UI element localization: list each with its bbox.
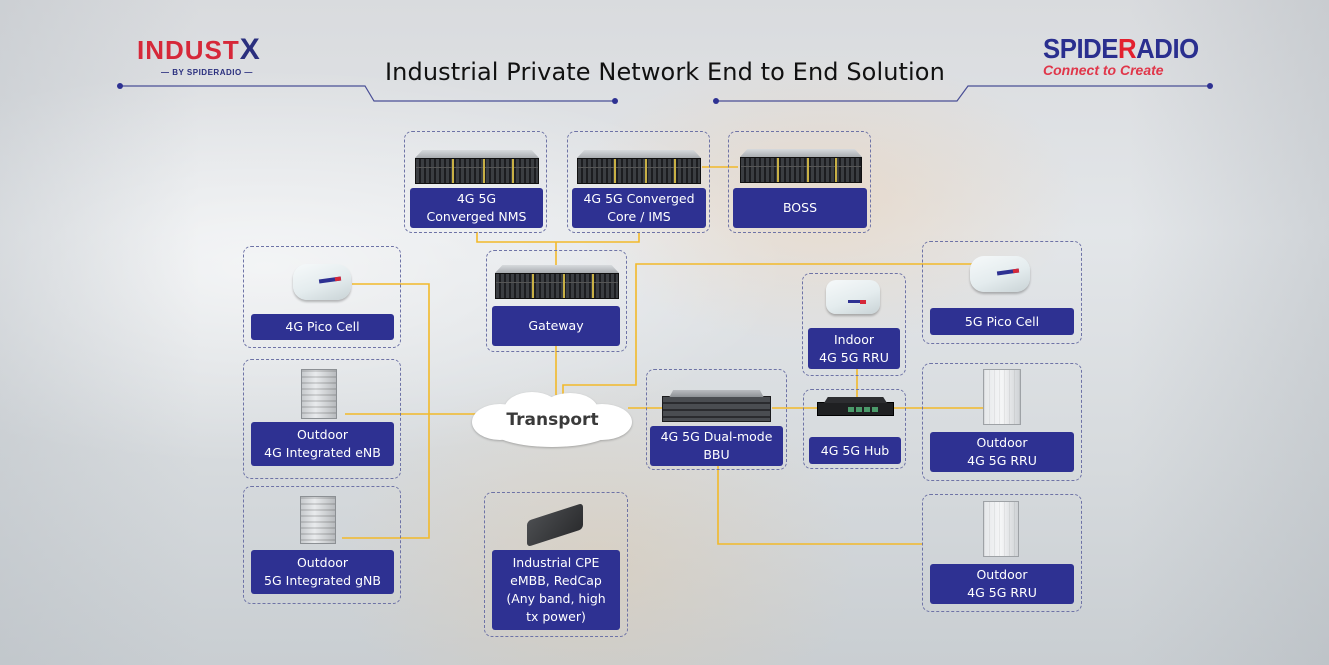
server-icon bbox=[577, 150, 701, 184]
header-line-left bbox=[120, 85, 615, 102]
logo-text: ADIO bbox=[1136, 33, 1199, 64]
header-dot bbox=[713, 98, 719, 104]
cloud-icon bbox=[472, 392, 632, 447]
panel-pico5g bbox=[922, 241, 1082, 344]
page-title: Industrial Private Network End to End So… bbox=[385, 58, 945, 86]
label-outdoor-rru-1[interactable]: Outdoor 4G 5G RRU bbox=[930, 432, 1074, 472]
logo-text: INDUST bbox=[137, 35, 240, 65]
outdoor-radio-icon bbox=[301, 369, 337, 419]
indoor-rru-icon bbox=[826, 280, 880, 314]
wire-pico4g bbox=[342, 283, 430, 539]
label-cpe[interactable]: Industrial CPE eMBB, RedCap (Any band, h… bbox=[492, 550, 620, 630]
label-pico4g[interactable]: 4G Pico Cell bbox=[251, 314, 394, 340]
server-icon bbox=[495, 265, 619, 299]
label-enb[interactable]: Outdoor 4G Integrated eNB bbox=[251, 422, 394, 466]
outdoor-rru-icon bbox=[983, 501, 1019, 557]
outdoor-radio-icon bbox=[300, 496, 336, 544]
server-icon bbox=[740, 149, 862, 183]
panel-indoor-rru bbox=[802, 273, 906, 376]
wire-bbu-outdoor2 bbox=[717, 455, 922, 545]
panel-outdoor-rru-1 bbox=[922, 363, 1082, 481]
wire-nms-gateway bbox=[476, 232, 640, 243]
label-boss[interactable]: BOSS bbox=[733, 188, 867, 228]
outdoor-rru-icon bbox=[983, 369, 1021, 425]
logo-subtitle: — BY SPIDERADIO — bbox=[161, 68, 253, 77]
label-nms[interactable]: 4G 5G Converged NMS bbox=[410, 188, 543, 228]
hub-icon bbox=[817, 402, 894, 416]
panel-nms bbox=[404, 131, 547, 233]
panel-bbu bbox=[646, 369, 787, 470]
label-hub[interactable]: 4G 5G Hub bbox=[809, 437, 901, 464]
pico-cell-icon bbox=[970, 256, 1030, 292]
logo-x: X bbox=[239, 33, 261, 66]
header-dot bbox=[1207, 83, 1213, 89]
label-outdoor-rru-2[interactable]: Outdoor 4G 5G RRU bbox=[930, 564, 1074, 604]
header-line-right bbox=[716, 85, 1210, 102]
panel-enb bbox=[243, 359, 401, 479]
wire-transport-pico5g bbox=[562, 263, 980, 395]
panel-boss bbox=[728, 131, 871, 233]
header-dot bbox=[117, 83, 123, 89]
label-indoor-rru[interactable]: Indoor 4G 5G RRU bbox=[808, 328, 900, 369]
pico-cell-icon bbox=[293, 264, 351, 300]
logo-text: SPIDE bbox=[1043, 33, 1119, 64]
panel-gateway bbox=[486, 250, 627, 352]
panel-hub bbox=[803, 389, 906, 469]
spideradio-logo: SPIDERADIO Connect to Create bbox=[1043, 33, 1212, 78]
logo-tagline: Connect to Create bbox=[1043, 62, 1164, 78]
transport-cloud[interactable]: Transport bbox=[470, 388, 635, 450]
industx-logo: INDUSTX — BY SPIDERADIO — bbox=[137, 33, 261, 77]
bbu-icon bbox=[662, 396, 771, 422]
server-icon bbox=[415, 150, 539, 184]
panel-gnb bbox=[243, 486, 401, 604]
panel-core bbox=[567, 131, 710, 233]
label-gnb[interactable]: Outdoor 5G Integrated gNB bbox=[251, 550, 394, 594]
label-pico5g[interactable]: 5G Pico Cell bbox=[930, 308, 1074, 335]
transport-label: Transport bbox=[506, 410, 599, 430]
label-gateway[interactable]: Gateway bbox=[492, 306, 620, 346]
panel-cpe bbox=[484, 492, 628, 637]
label-core[interactable]: 4G 5G Converged Core / IMS bbox=[572, 188, 706, 228]
label-bbu[interactable]: 4G 5G Dual-mode BBU bbox=[650, 426, 783, 466]
header-lines bbox=[117, 83, 1213, 104]
panel-outdoor-rru-2 bbox=[922, 494, 1082, 612]
header-dot bbox=[612, 98, 618, 104]
panel-pico4g bbox=[243, 246, 401, 348]
logo-accent: R bbox=[1118, 33, 1137, 64]
